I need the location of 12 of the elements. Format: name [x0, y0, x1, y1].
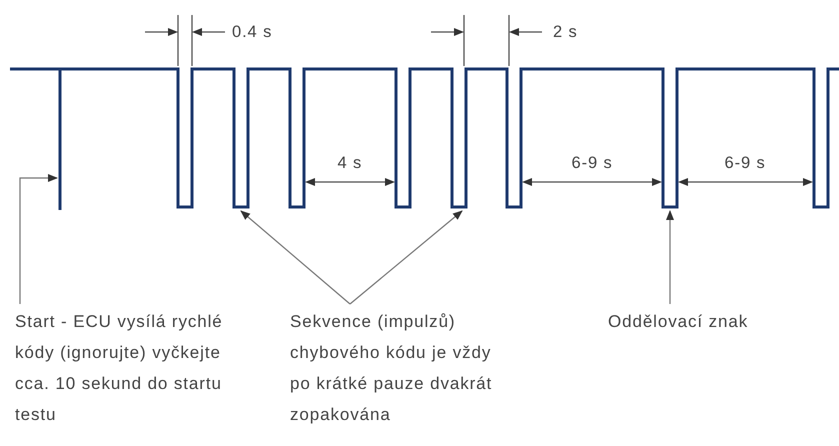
callout-text: Oddělovací znak — [608, 306, 808, 337]
dimension-label: 0.4 s — [232, 22, 272, 42]
leader-line — [350, 210, 463, 304]
dimension-label: 6-9 s — [572, 153, 613, 173]
leader-line — [240, 210, 350, 304]
callout-text: Start - ECU vysílá rychlé kódy (ignorujte) vyčkejte cca. 10 sekund do startu testu — [15, 306, 260, 430]
dimension-label: 6-9 s — [724, 153, 766, 173]
dimension-label: 2 s — [553, 22, 578, 42]
leader-line — [666, 210, 674, 304]
leader-line — [19, 174, 58, 304]
dimension-label: 4 s — [338, 153, 362, 173]
callout-text: Sekvence (impulzů) chybového kódu je vždy po krátké pauze dvakrát zopakována — [290, 306, 502, 430]
